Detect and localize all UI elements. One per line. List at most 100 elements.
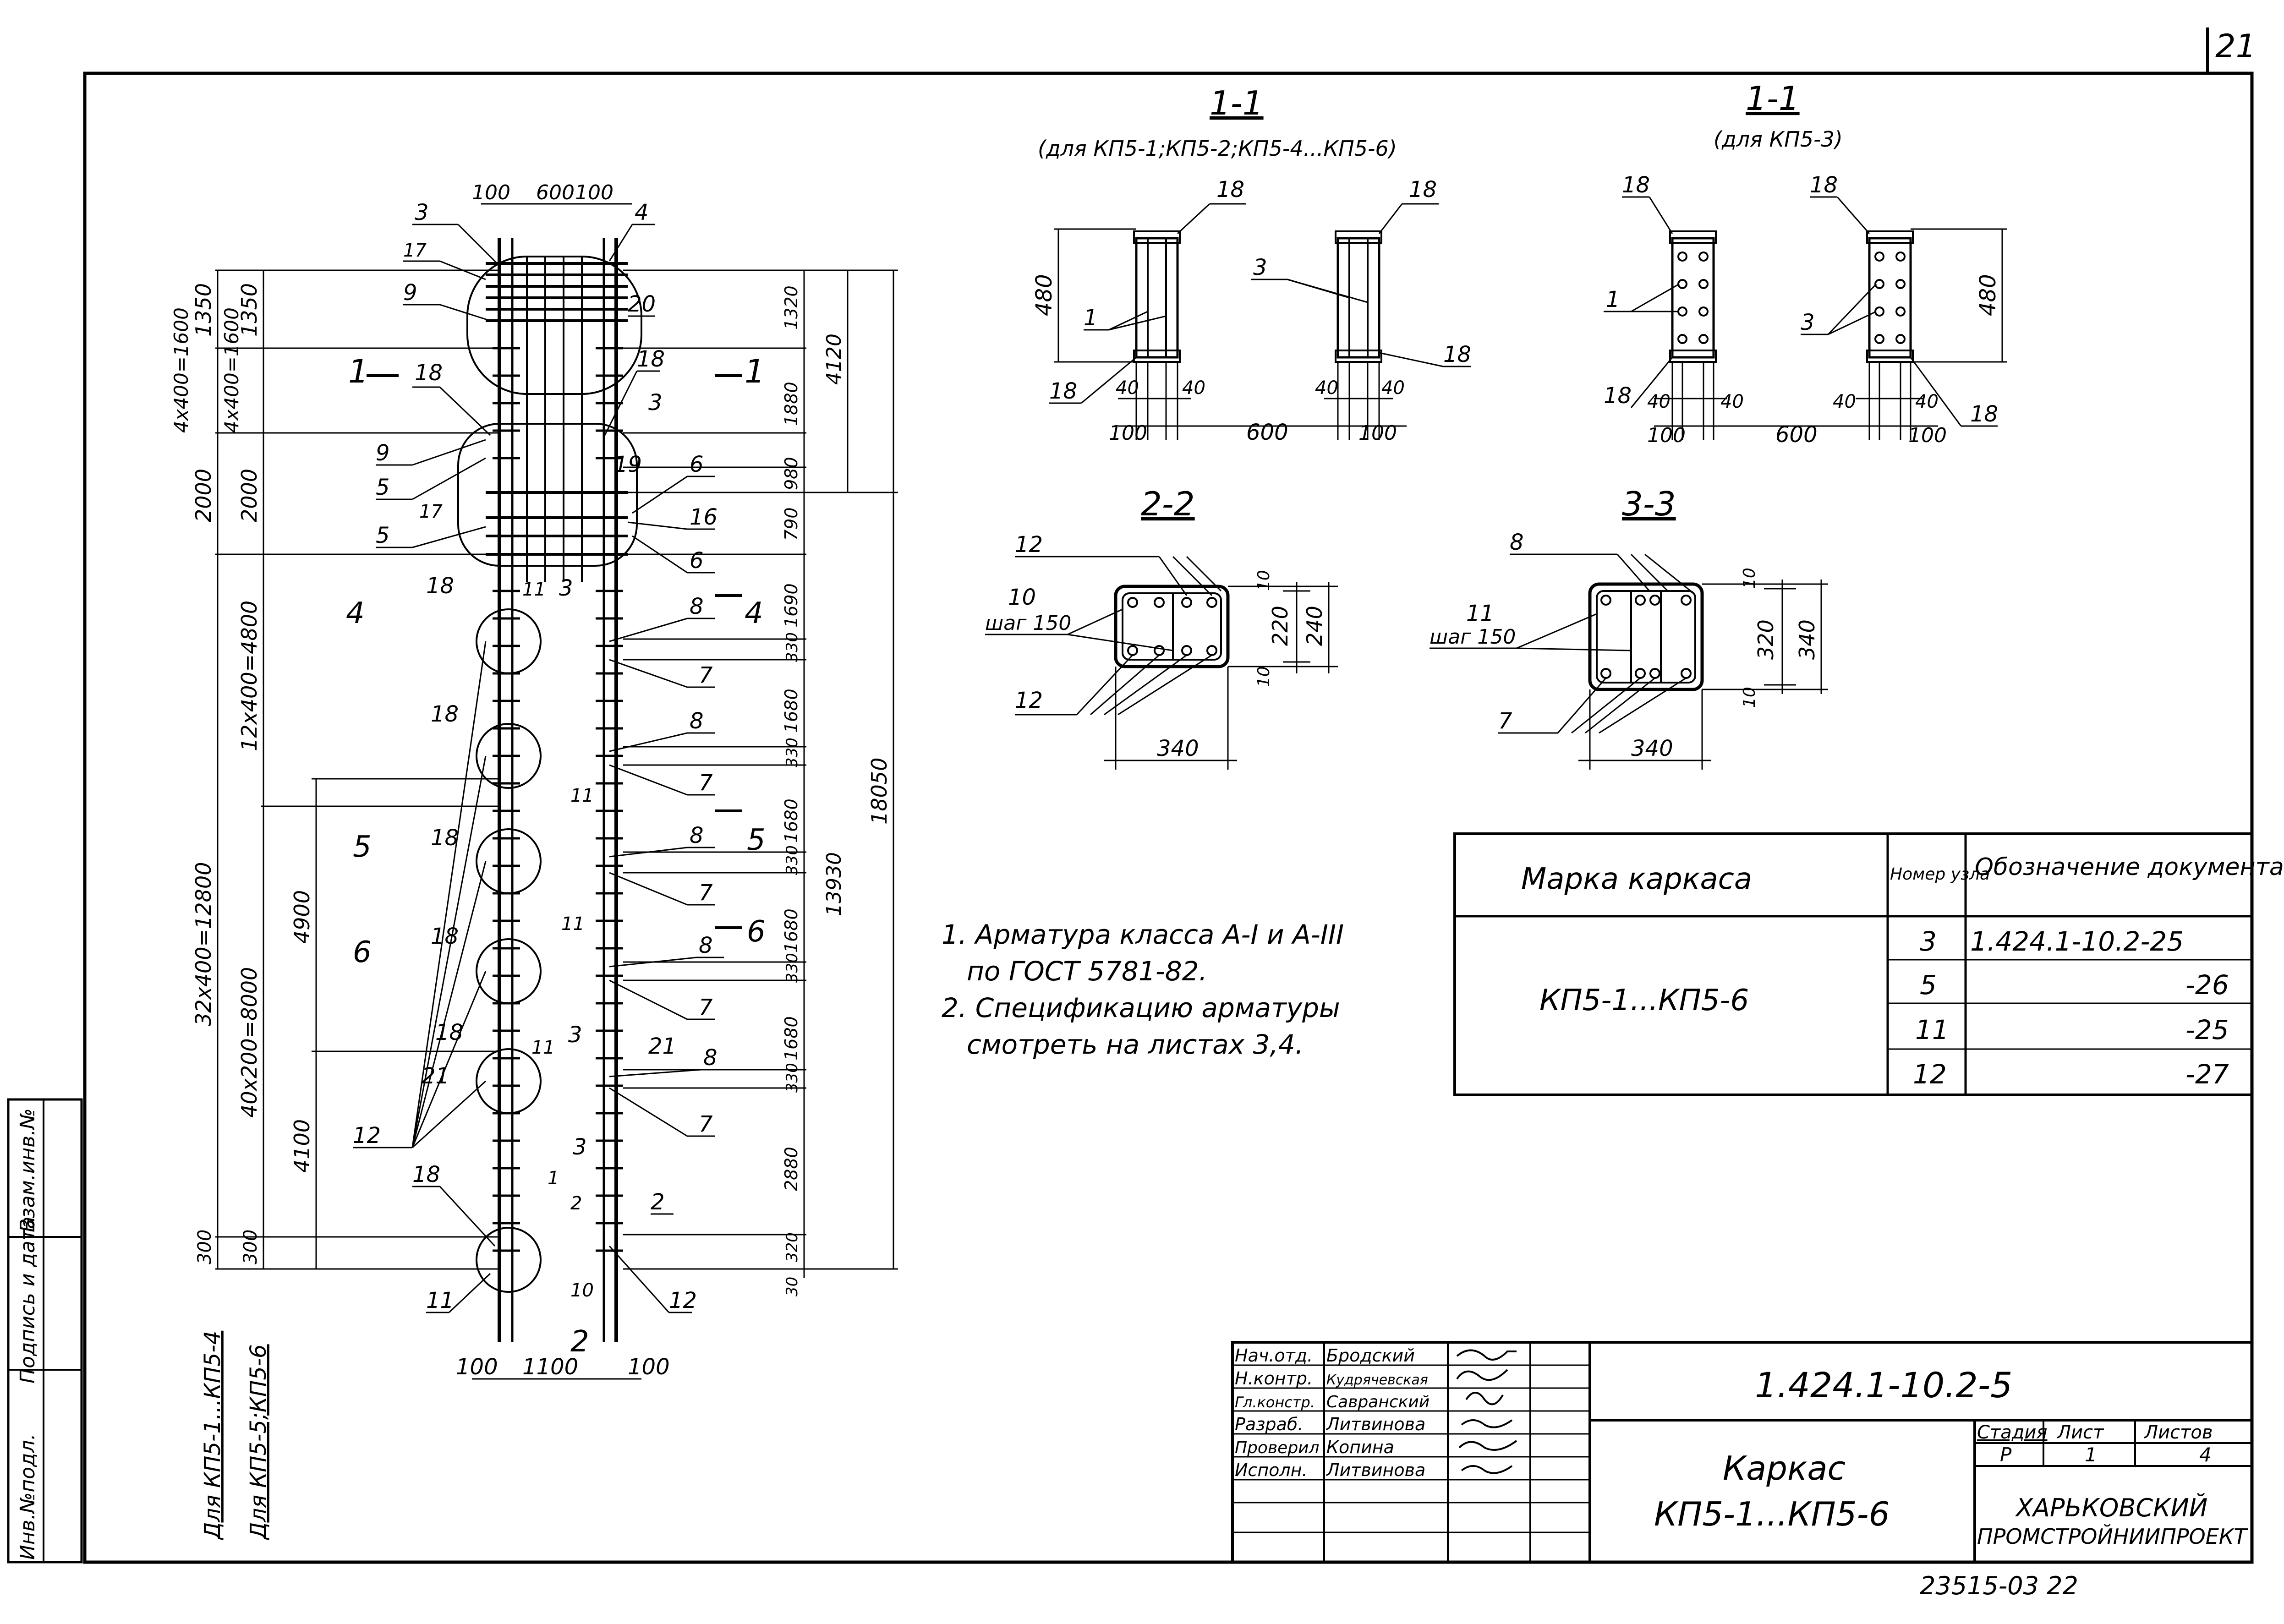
s11a-label-18d: 18	[1049, 378, 1077, 404]
top-dim-100a: 100	[472, 181, 510, 204]
s22-label-10b: 10	[1254, 666, 1273, 687]
s11b-label-3: 3	[1801, 310, 1815, 335]
tb-role-1: Нач.отд.	[1235, 1345, 1313, 1366]
s11b-label-40d: 40	[1915, 391, 1939, 412]
table-row-1-doc: 1.424.1-10.2-25	[1970, 926, 2184, 957]
s33-label-10b: 10	[1740, 687, 1759, 708]
callout-17: 17	[403, 240, 427, 261]
right-dim-1880: 1880	[781, 382, 801, 426]
tb-name-2: Кудрячевская	[1326, 1372, 1428, 1388]
note-line-2: по ГОСТ 5781-82.	[967, 956, 1207, 987]
callout-12b: 12	[669, 1288, 697, 1313]
left-outer-300: 300	[194, 1230, 215, 1264]
callout-11a: 11	[522, 579, 546, 600]
bottom-dim-100a: 100	[456, 1354, 498, 1380]
s11a-label-100b: 100	[1358, 421, 1397, 445]
top-dim-100b: 100	[575, 181, 613, 204]
s22-label-240: 240	[1302, 606, 1327, 646]
right-total-18050: 18050	[867, 758, 892, 825]
table-header-node: Номер узла	[1890, 865, 1990, 884]
s22-label-12a: 12	[1015, 532, 1043, 558]
section-1-1-b-title: 1-1	[1746, 79, 1800, 118]
svg-text:1: 1	[348, 353, 369, 390]
callout-3e: 3	[573, 1134, 587, 1160]
right-dim-330c: 330	[783, 845, 801, 875]
s11b-label-18a: 18	[1622, 172, 1650, 198]
tb-sheets: 4	[2199, 1444, 2212, 1466]
note-line-3: 2. Спецификацию арматуры	[942, 992, 1340, 1023]
bottom-dim-1100: 1100	[522, 1354, 578, 1380]
s11a-label-40c: 40	[1315, 377, 1338, 399]
title-block: Нач.отд. Бродский Н.контр. Кудрячевская …	[1231, 1341, 2253, 1564]
callout-11c: 11	[561, 913, 585, 935]
callout-6b: 6	[690, 548, 704, 574]
callout-18b: 18	[637, 346, 665, 372]
callout-8e: 8	[703, 1045, 718, 1071]
s11a-label-40b: 40	[1182, 377, 1205, 399]
label-kp5-1-4: Для КП5-1...КП5-4	[200, 1331, 225, 1540]
left-outer-12800: 32x400=12800	[191, 862, 216, 1026]
table-row-4-node: 12	[1913, 1059, 1947, 1090]
tb-sheets-header: Листов	[2143, 1422, 2213, 1443]
section-1-1-a-title: 1-1	[1210, 84, 1264, 122]
s11b-label-100b: 100	[1908, 424, 1947, 447]
tb-role-2: Н.контр.	[1235, 1368, 1313, 1389]
s22-label-10a: 10	[1254, 570, 1273, 591]
tb-sheet: 1	[2085, 1444, 2097, 1466]
callout-9: 9	[403, 280, 417, 306]
right-dim-2880: 2880	[781, 1147, 801, 1191]
s11b-label-40c: 40	[1833, 391, 1856, 412]
callout-18h: 18	[412, 1162, 440, 1187]
callout-2b: 2	[651, 1189, 665, 1215]
s33-label-340: 340	[1795, 619, 1819, 660]
tb-name-5: Копина	[1326, 1437, 1394, 1457]
left-inner-4800: 12x400=4800	[237, 601, 262, 751]
callout-8a: 8	[690, 594, 704, 619]
table-row-3-doc: -25	[2185, 1014, 2229, 1045]
callout-8c: 8	[690, 823, 704, 848]
callout-12a: 12	[353, 1123, 381, 1148]
section-2-2-title: 2-2	[1141, 485, 1195, 523]
s11b-label-18c: 18	[1604, 383, 1632, 409]
svg-text:1: 1	[745, 353, 765, 390]
s33-label-7: 7	[1498, 708, 1512, 734]
left-inner-2000: 2000	[237, 469, 262, 522]
right-dim-1690: 1690	[781, 583, 801, 628]
notes: 1. Арматура класса А-I и А-III по ГОСТ 5…	[942, 919, 1344, 1060]
s22-label-step: шаг 150	[985, 612, 1071, 635]
tb-name-3: Савранский	[1326, 1393, 1430, 1411]
s11b-label-600: 600	[1775, 422, 1818, 448]
s22-label-220: 220	[1268, 606, 1293, 646]
section-1-1-a-subtitle: (для КП5-1;КП5-2;КП5-4...КП5-6)	[1038, 136, 1397, 161]
table-row-2-doc: -26	[2185, 969, 2229, 1001]
callout-18e: 18	[431, 825, 459, 851]
callout-5b: 5	[376, 523, 390, 548]
callout-16: 16	[690, 504, 718, 530]
callout-21b: 21	[648, 1033, 676, 1059]
right-dim-1320: 1320	[781, 285, 801, 330]
right-dim-330e: 330	[783, 1063, 801, 1093]
table-row-1-node: 3	[1920, 926, 1937, 957]
section-mark-6: 6 6	[353, 915, 766, 969]
callout-11d: 11	[531, 1037, 555, 1058]
tb-name-4: Литвинова	[1325, 1414, 1425, 1434]
elevation-view: 100 600 100 100 1100 100 1350 4x400=1600…	[170, 181, 898, 1380]
left-outer-2000: 2000	[191, 469, 216, 522]
tb-role-4: Разраб.	[1235, 1414, 1303, 1434]
right-dim-790: 790	[781, 507, 801, 541]
section-1-1-b: 1-1 (для КП5-3) 18 18	[1604, 79, 2007, 448]
tb-title-1: Каркас	[1723, 1449, 1846, 1487]
s11a-label-18c: 18	[1443, 342, 1471, 367]
s33-label-8: 8	[1510, 530, 1524, 555]
side-stamp-column: Инв.№подл. Подпись и дата Взам.инв.№	[7, 1098, 83, 1564]
tb-role-5: Проверил	[1235, 1438, 1320, 1457]
s11a-label-600: 600	[1246, 420, 1288, 445]
s33-label-step: шаг 150	[1430, 625, 1516, 649]
section-mark-1: 1 1	[348, 353, 765, 390]
tb-title-2: КП5-1...КП5-6	[1654, 1495, 1890, 1533]
s33-label-320: 320	[1753, 619, 1778, 660]
right-dim-330b: 330	[783, 738, 801, 767]
s33-label-11: 11	[1466, 601, 1494, 626]
right-dim-1680d: 1680	[781, 1016, 801, 1061]
callout-6: 6	[690, 452, 704, 477]
